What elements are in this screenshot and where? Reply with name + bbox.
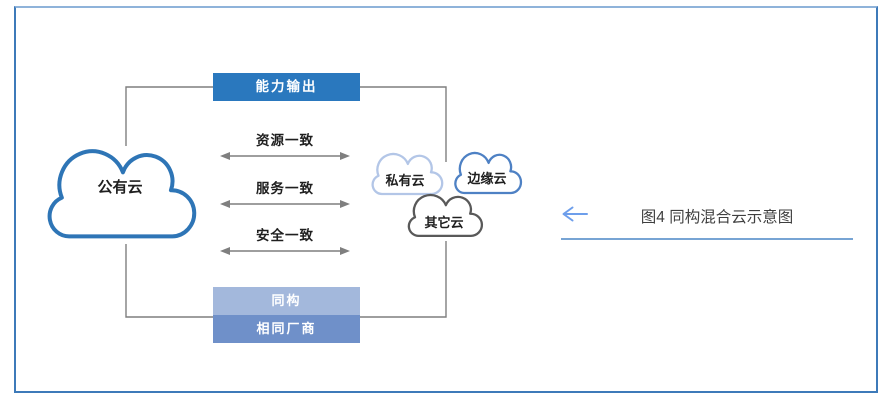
- public-cloud-label: 公有云: [97, 179, 143, 196]
- private-cloud-label: 私有云: [385, 173, 425, 188]
- capability-output-box: 能力输出: [213, 73, 360, 101]
- connector-top-left: [125, 86, 213, 146]
- homogeneous-box: 同构: [213, 287, 360, 315]
- same-vendor-box: 相同厂商: [213, 315, 360, 343]
- security-consistency-arrow: [220, 247, 350, 255]
- resource-consistency-label: 资源一致: [256, 133, 314, 148]
- security-consistency-label: 安全一致: [256, 228, 314, 243]
- connector-lines: [125, 86, 447, 318]
- resource-consistency-arrow: [220, 152, 350, 160]
- other-cloud-label: 其它云: [424, 215, 464, 230]
- service-consistency-arrow: [220, 200, 350, 208]
- connector-bottom-right: [360, 241, 447, 318]
- figure-caption: 图4 同构混合云示意图: [640, 209, 794, 226]
- connector-bottom-left: [125, 244, 213, 318]
- left-arrow-icon[interactable]: [562, 206, 588, 222]
- connector-top-right: [360, 86, 447, 162]
- edge-cloud-label: 边缘云: [467, 171, 507, 186]
- consistency-arrows: [220, 152, 350, 255]
- service-consistency-label: 服务一致: [256, 181, 314, 196]
